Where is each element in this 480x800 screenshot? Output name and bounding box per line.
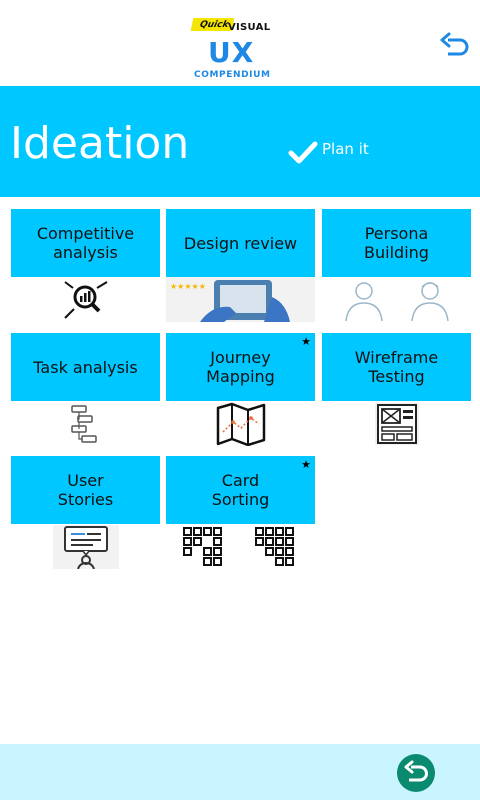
back-arrow-icon <box>404 760 428 782</box>
card-label: User Stories <box>11 456 160 524</box>
check-icon[interactable] <box>288 140 318 166</box>
tablet-review-image: ★★★★★ <box>166 277 315 322</box>
card-grid-icon <box>166 524 315 569</box>
svg-text:★★★★★: ★★★★★ <box>170 282 206 291</box>
map-icon <box>166 401 315 446</box>
flow-steps-icon <box>11 401 160 446</box>
plan-it-label[interactable]: Plan it <box>322 140 369 158</box>
card-label: Persona Building <box>322 209 471 277</box>
card-wireframe-testing[interactable]: Wireframe Testing <box>322 333 471 446</box>
card-label: Design review <box>166 209 315 277</box>
logo-visual: VISUAL <box>228 22 271 33</box>
card-persona-building[interactable]: Persona Building <box>322 209 471 322</box>
personas-icon <box>322 277 471 322</box>
magnifier-chart-icon <box>11 277 160 322</box>
star-icon: ★ <box>301 335 311 348</box>
app-logo: Quick VISUAL UX COMPENDIUM <box>190 16 292 86</box>
star-icon: ★ <box>301 458 311 471</box>
card-task-analysis[interactable]: Task analysis <box>11 333 160 446</box>
card-competitive-analysis[interactable]: Competitive analysis <box>11 209 160 322</box>
card-journey-mapping[interactable]: Journey Mapping ★ <box>166 333 315 446</box>
logo-ux: UX <box>208 36 255 69</box>
section-banner <box>0 86 480 197</box>
logo-compendium: COMPENDIUM <box>194 70 271 80</box>
back-button[interactable] <box>397 754 435 792</box>
wireframe-icon <box>322 401 471 446</box>
undo-arrow-icon <box>440 32 469 56</box>
card-label: Competitive analysis <box>11 209 160 277</box>
card-card-sorting[interactable]: Card Sorting ★ <box>166 456 315 569</box>
user-story-icon <box>11 524 160 569</box>
card-label: Card Sorting <box>166 456 315 524</box>
app-header: Quick VISUAL UX COMPENDIUM <box>0 0 480 86</box>
undo-button[interactable] <box>438 30 472 64</box>
card-label: Journey Mapping <box>166 333 315 401</box>
page-title: Ideation <box>10 118 190 169</box>
card-label: Task analysis <box>11 333 160 401</box>
card-user-stories[interactable]: User Stories <box>11 456 160 569</box>
card-design-review[interactable]: Design review ★★★★★ <box>166 209 315 322</box>
card-label: Wireframe Testing <box>322 333 471 401</box>
